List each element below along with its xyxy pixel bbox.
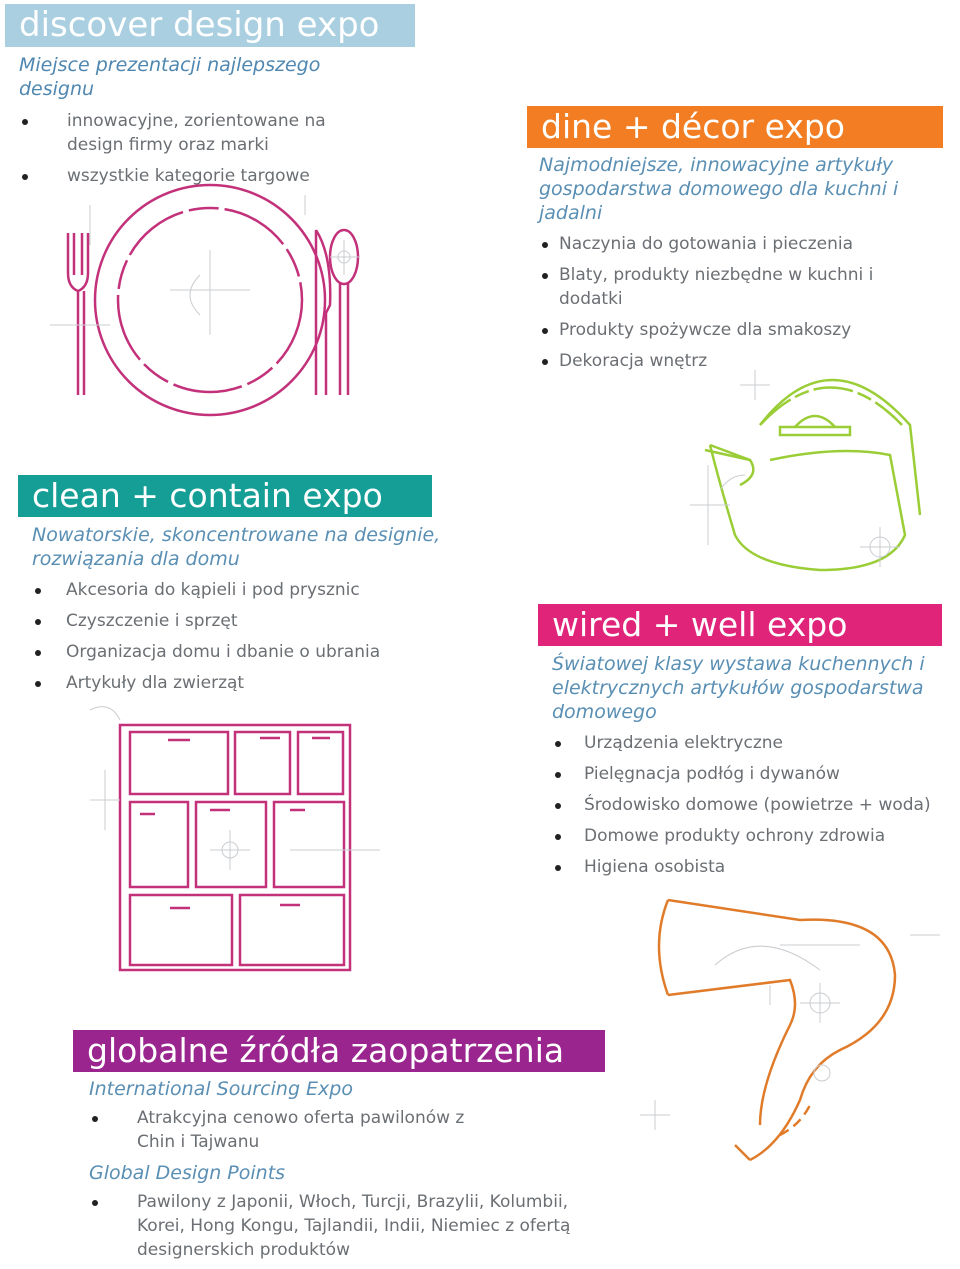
list-item: Urządzenia elektryczne — [552, 731, 960, 755]
global-subtitle-sourcing: International Sourcing Expo — [89, 1078, 353, 1100]
list-item: Blaty, produkty niezbędne w kuchni i dod… — [539, 263, 879, 311]
list-item: Akcesoria do kąpieli i pod prysznic — [32, 578, 462, 602]
global-section: globalne źródła zaopatrzenia Internation… — [73, 1030, 633, 1269]
list-item: Naczynia do gotowania i pieczenia — [539, 232, 934, 256]
dine-subtitle: Najmodniejsze, innowacyjne artykuły gosp… — [539, 154, 899, 224]
plate-cutlery-icon — [50, 183, 360, 417]
list-item: Artykuły dla zwierząt — [32, 671, 462, 695]
list-item: Pawilony z Japonii, Włoch, Turcji, Brazy… — [89, 1190, 601, 1262]
global-banner: globalne źródła zaopatrzenia — [73, 1030, 605, 1072]
discover-banner: discover design expo — [5, 4, 415, 47]
list-item: Domowe produkty ochrony zdrowia — [552, 824, 960, 848]
dine-section: dine + décor expo Najmodniejsze, innowac… — [527, 106, 947, 380]
wired-banner: wired + well expo — [538, 604, 942, 646]
wired-section: wired + well expo Światowej klasy wystaw… — [538, 604, 960, 886]
list-item: Dekoracja wnętrz — [539, 349, 934, 373]
discover-list: innowacyjne, zorientowane na design firm… — [19, 109, 419, 188]
discover-subtitle: Miejsce prezentacji najlepszego designu — [19, 54, 321, 100]
dine-list: Naczynia do gotowania i pieczenia Blaty,… — [539, 232, 934, 373]
global-list-sourcing: Atrakcyjna cenowo oferta pawilonów z Chi… — [89, 1106, 489, 1154]
global-subtitle-design-points: Global Design Points — [89, 1162, 286, 1184]
list-item: Produkty spożywcze dla smakoszy — [539, 318, 934, 342]
list-item: Czyszczenie i sprzęt — [32, 609, 462, 633]
kettle-icon — [690, 370, 922, 572]
list-item: Pielęgnacja podłóg i dywanów — [552, 762, 960, 786]
cabinet-icon — [89, 706, 380, 972]
list-item: Atrakcyjna cenowo oferta pawilonów z Chi… — [89, 1106, 477, 1154]
list-item: wszystkie kategorie targowe — [19, 164, 419, 188]
clean-banner: clean + contain expo — [18, 475, 432, 517]
list-item: innowacyjne, zorientowane na design firm… — [19, 109, 387, 157]
dine-banner: dine + décor expo — [527, 106, 943, 148]
global-list-design-points: Pawilony z Japonii, Włoch, Turcji, Brazy… — [89, 1190, 629, 1262]
wired-subtitle: Światowej klasy wystawa kuchennych i ele… — [552, 653, 925, 723]
clean-list: Akcesoria do kąpieli i pod prysznic Czys… — [32, 578, 462, 695]
list-item: Środowisko domowe (powietrze + woda) — [552, 793, 960, 817]
list-item: Organizacja domu i dbanie o ubrania — [32, 640, 462, 664]
list-item: Higiena osobista — [552, 855, 960, 879]
clean-section: clean + contain expo Nowatorskie, skonce… — [18, 475, 498, 702]
hair-dryer-icon — [640, 898, 940, 1162]
clean-subtitle: Nowatorskie, skoncentrowane na designie,… — [32, 524, 441, 570]
wired-list: Urządzenia elektryczne Pielęgnacja podłó… — [552, 731, 960, 879]
discover-section: discover design expo Miejsce prezentacji… — [5, 4, 425, 195]
